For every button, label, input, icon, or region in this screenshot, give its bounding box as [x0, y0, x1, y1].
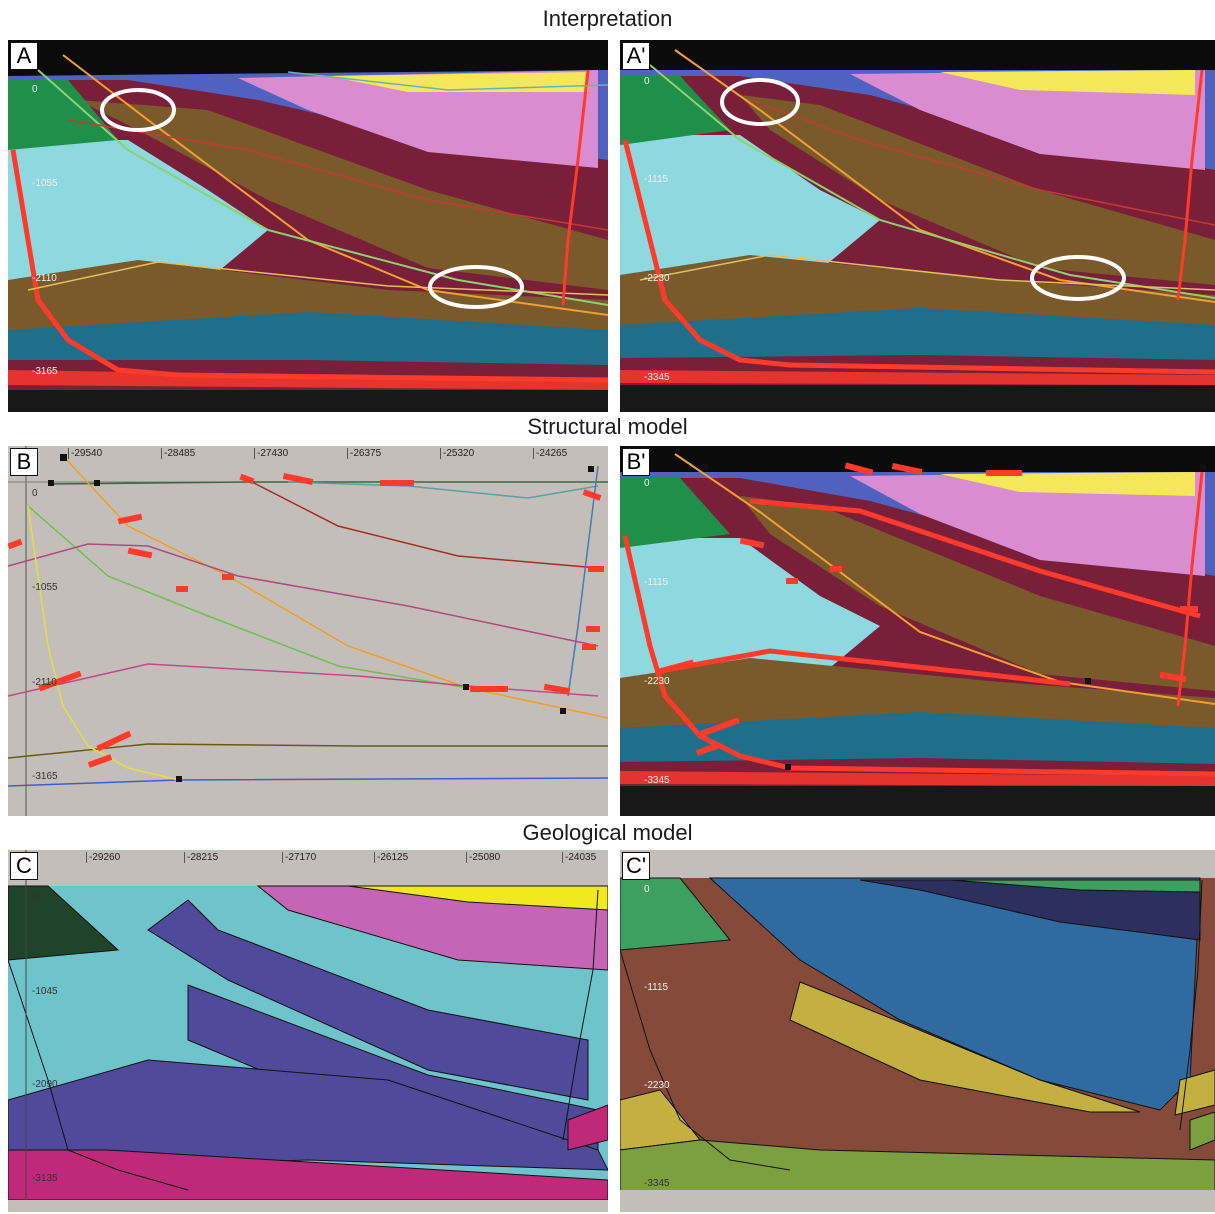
x-tick-label: -24265	[533, 448, 567, 459]
panel-b-section	[8, 446, 608, 816]
panel-a-prime-seismic-interpretation: A' 0 -1115 -2230 -3345	[620, 40, 1215, 412]
y-tick-label: 0	[32, 84, 38, 95]
x-tick-label: -26125	[374, 852, 408, 863]
y-tick-label: -2110	[32, 273, 57, 284]
panel-label-b: B	[10, 448, 38, 476]
y-tick-label: -2090	[32, 1079, 58, 1090]
y-tick-label: 0	[644, 478, 650, 489]
y-tick-label: -2230	[644, 1080, 670, 1091]
y-tick-label: -3165	[32, 771, 58, 782]
y-tick-label: -2110	[32, 677, 57, 688]
panel-c-prime-section	[620, 850, 1215, 1212]
panel-label-b-prime: B'	[622, 448, 650, 476]
title-interpretation: Interpretation	[542, 6, 673, 31]
panel-label-c: C	[10, 852, 38, 880]
y-tick-label: -1115	[644, 982, 669, 993]
y-tick-label: -1115	[644, 174, 669, 185]
panel-c-section	[8, 850, 608, 1212]
panel-a-section	[8, 40, 608, 412]
x-tick-label: -27430	[254, 448, 288, 459]
x-tick-label: -24035	[562, 852, 596, 863]
y-tick-label: 0	[644, 76, 650, 87]
x-tick-label: -27170	[282, 852, 316, 863]
x-tick-label: -29260	[86, 852, 120, 863]
title-structural-model: Structural model	[527, 414, 688, 439]
panel-label-a: A	[10, 42, 38, 70]
panel-a-seismic-interpretation: A 0 -1055 -2110 -3165	[8, 40, 608, 412]
y-tick-label: -2230	[644, 273, 670, 284]
y-tick-label: 0	[32, 488, 38, 499]
x-tick-label: -29540	[68, 448, 102, 459]
panel-a-prime-section	[620, 40, 1215, 412]
panel-c-prime-geological-model: C' 0 -1115 -2230 -3345	[620, 850, 1215, 1212]
panel-c-geological-model: C -29260 -28215 -27170 -26125 -25080 -24…	[8, 850, 608, 1212]
x-tick-label: -26375	[347, 448, 381, 459]
y-tick-label: 0	[32, 892, 38, 903]
y-tick-label: -1055	[32, 178, 58, 189]
title-geological-model: Geological model	[522, 820, 693, 845]
y-tick-label: -3135	[32, 1173, 58, 1184]
panel-b-prime-structural-model: B' 0 -1115 -2230 -3345	[620, 446, 1215, 816]
y-tick-label: -3345	[644, 372, 670, 383]
x-tick-label: -28215	[184, 852, 218, 863]
panel-b-prime-section	[620, 446, 1215, 816]
y-tick-label: -3165	[32, 366, 58, 377]
y-tick-label: -3345	[644, 775, 670, 786]
y-tick-label: -1045	[32, 986, 58, 997]
y-tick-label: -3345	[644, 1178, 670, 1189]
y-tick-label: -1055	[32, 582, 58, 593]
panel-label-c-prime: C'	[622, 852, 650, 880]
x-tick-label: -25320	[440, 448, 474, 459]
x-tick-label: -25080	[466, 852, 500, 863]
y-tick-label: 0	[644, 884, 650, 895]
y-tick-label: -1115	[644, 577, 669, 588]
panel-label-a-prime: A'	[622, 42, 650, 70]
y-tick-label: -2230	[644, 676, 670, 687]
panel-b-structural-model: B -29540 -28485 -27430 -26375 -25320 -24…	[8, 446, 608, 816]
x-tick-label: -28485	[161, 448, 195, 459]
